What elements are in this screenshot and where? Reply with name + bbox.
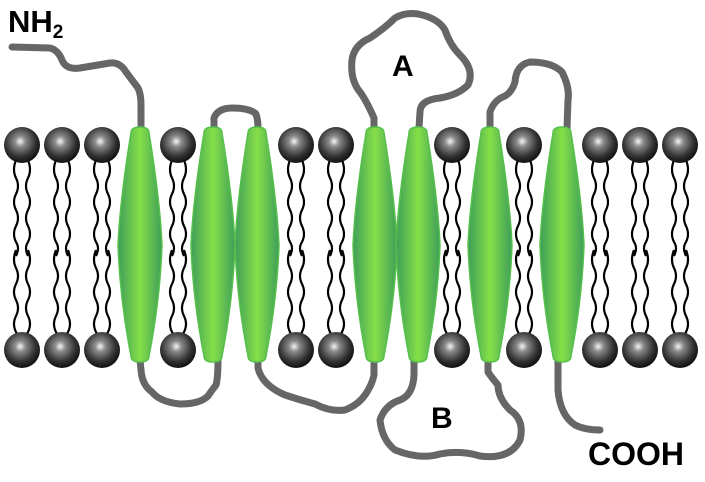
intracellular-loop-1: [136, 356, 222, 408]
lipid-heads-inner: [4, 332, 698, 368]
helix-7: [539, 126, 585, 363]
loop-b-label: B: [431, 402, 453, 435]
c-terminal-tail: [554, 356, 604, 434]
transmembrane-helices: [117, 126, 585, 363]
helix-1: [117, 126, 163, 363]
extracellular-loop-1: [210, 104, 262, 132]
lipid-tails: [12, 158, 690, 348]
helix-5: [395, 126, 441, 363]
loop-a-label: A: [392, 50, 414, 83]
n-terminal-tail: [8, 43, 145, 134]
intracellular-loop-2: [254, 356, 378, 414]
extracellular-loop-3: [486, 58, 572, 132]
helix-6: [467, 126, 513, 363]
helix-3: [234, 126, 280, 363]
intracellular-loop-b: [376, 356, 525, 461]
helix-2: [190, 126, 236, 363]
lipid-heads-outer: [4, 127, 698, 163]
extracellular-loop-a: [348, 10, 474, 132]
polypeptide-chain: [8, 10, 604, 461]
n-terminus-label: NH2: [8, 4, 64, 43]
helix-4: [352, 126, 398, 363]
c-terminus-label: COOH: [588, 436, 684, 472]
